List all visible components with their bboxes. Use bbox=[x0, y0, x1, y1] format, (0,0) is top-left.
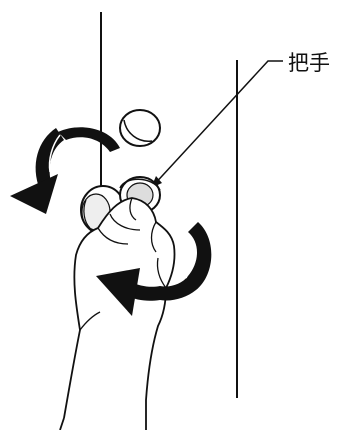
callout-leader-line bbox=[151, 61, 283, 188]
handle-callout-label: 把手 bbox=[288, 53, 330, 74]
hand bbox=[60, 198, 175, 430]
upper-knob bbox=[120, 110, 160, 146]
